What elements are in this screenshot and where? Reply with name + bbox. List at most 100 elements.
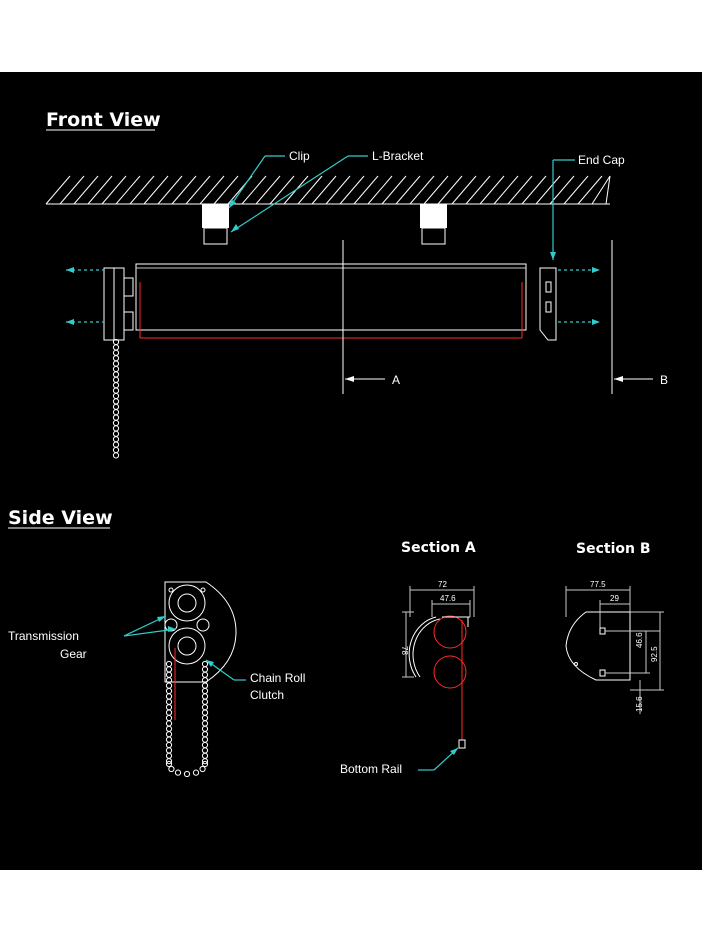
ceiling-hatch-line bbox=[59, 175, 85, 205]
chain-bead bbox=[165, 760, 173, 768]
chain-bead bbox=[112, 425, 120, 432]
chain-roll-clutch-label-line2: Clutch bbox=[250, 688, 284, 702]
transmission-gear-leader bbox=[123, 615, 177, 637]
ceiling-hatch-line bbox=[507, 175, 533, 205]
section-b-profile bbox=[565, 611, 631, 681]
section-a-inner-width-dim: 47.6 bbox=[440, 594, 456, 603]
chain-bead bbox=[112, 409, 120, 416]
chain-bead bbox=[201, 687, 209, 695]
section-a-dimensions bbox=[402, 586, 475, 678]
chain-bead bbox=[165, 720, 173, 727]
ceiling-hatch-line bbox=[213, 175, 239, 205]
ceiling-hatch-line bbox=[157, 175, 183, 205]
end-cap bbox=[539, 267, 557, 341]
chain-bead bbox=[192, 769, 200, 776]
section-a-height-dim: 78 bbox=[400, 646, 409, 655]
section-marker-b: B bbox=[660, 373, 668, 387]
chain-bead bbox=[112, 355, 120, 362]
chain-bead bbox=[165, 747, 173, 754]
ceiling-hatch-line bbox=[143, 175, 169, 205]
chain-bead bbox=[165, 714, 173, 722]
ceiling-hatch-line bbox=[87, 175, 113, 205]
ceiling-hatch-line bbox=[395, 175, 421, 205]
ceiling bbox=[45, 175, 611, 205]
chain-bead bbox=[201, 760, 209, 768]
ceiling-hatch-line bbox=[521, 175, 547, 205]
section-b-bottom-dim: 15.6 bbox=[635, 696, 644, 712]
l-bracket-label: L-Bracket bbox=[372, 149, 424, 163]
chain-bead bbox=[201, 720, 209, 727]
chain-bead bbox=[112, 365, 120, 373]
chain-bead bbox=[112, 414, 120, 421]
front-view-title: Front View bbox=[46, 109, 161, 131]
section-a-profile bbox=[408, 615, 470, 749]
ceiling-hatch-line bbox=[465, 175, 491, 205]
bottom-rail-leader bbox=[418, 747, 459, 771]
chain-bead bbox=[168, 765, 175, 773]
chain-bead bbox=[201, 704, 209, 711]
chain-bead bbox=[201, 660, 209, 668]
chain-bead bbox=[165, 758, 173, 765]
chain-bead bbox=[165, 731, 173, 738]
ceiling-hatch-line bbox=[381, 175, 407, 205]
chain-bead bbox=[112, 430, 120, 437]
ceiling-hatch-line bbox=[241, 175, 267, 205]
chain-bead bbox=[165, 693, 173, 700]
ceiling-hatch-line bbox=[367, 175, 393, 205]
chain-bead bbox=[112, 387, 120, 394]
chain-bead bbox=[112, 349, 120, 356]
side-mechanism bbox=[164, 581, 237, 720]
ceiling-hatch-line bbox=[535, 175, 561, 205]
ceiling-hatch-line bbox=[437, 175, 463, 205]
chain-roll-clutch-label-line1: Chain Roll bbox=[250, 671, 305, 685]
chain-bead bbox=[201, 736, 209, 743]
chain-bead bbox=[165, 736, 173, 743]
ceiling-hatch-line bbox=[129, 175, 155, 205]
side-view-title: Side View bbox=[8, 507, 113, 529]
chain-bead bbox=[183, 770, 191, 778]
chain-bead bbox=[112, 344, 120, 351]
chain-bead bbox=[112, 452, 120, 459]
chain-bead bbox=[165, 752, 173, 759]
l-bracket-leader bbox=[230, 155, 368, 233]
chain-bead bbox=[165, 687, 173, 695]
chain-bead bbox=[174, 769, 182, 776]
ceiling-hatch-line bbox=[353, 175, 379, 205]
cad-drawing: Front View Clip L-Bracket End Cap bbox=[0, 72, 702, 870]
ceiling-hatch-line bbox=[255, 175, 281, 205]
chain-bead bbox=[165, 660, 173, 668]
section-b-dimensions bbox=[565, 586, 664, 714]
transmission-gear-label-line2: Gear bbox=[60, 647, 87, 661]
ceiling-hatch-line bbox=[115, 175, 141, 205]
transmission-gear-label-line1: Transmission bbox=[8, 629, 79, 643]
ceiling-hatch-line bbox=[45, 175, 71, 205]
chain-bead bbox=[165, 741, 173, 749]
chain-bead bbox=[112, 403, 120, 410]
chain-bead bbox=[112, 446, 120, 454]
ceiling-hatch-line bbox=[409, 175, 435, 205]
ceiling-hatch-line bbox=[479, 175, 505, 205]
ceiling-hatch-line bbox=[325, 175, 351, 205]
chain-bead bbox=[112, 436, 120, 443]
chain-bead bbox=[201, 758, 209, 765]
chain-bead bbox=[165, 666, 173, 673]
chain-bead bbox=[201, 741, 209, 749]
chain-bead bbox=[201, 752, 209, 759]
ceiling-hatch-line bbox=[297, 175, 323, 205]
ceiling-hatch-line bbox=[605, 175, 611, 205]
chain-bead bbox=[201, 709, 209, 716]
clip-label: Clip bbox=[289, 149, 310, 163]
chain-bead bbox=[199, 765, 206, 773]
ceiling-hatch-line bbox=[101, 175, 127, 205]
section-b-title: Section B bbox=[576, 541, 651, 557]
chain-bead bbox=[201, 666, 209, 673]
chain-bead bbox=[112, 419, 120, 427]
chain-bead bbox=[112, 376, 120, 383]
ceiling-hatch-line bbox=[591, 175, 611, 205]
ceiling-hatch-line bbox=[493, 175, 519, 205]
chain-bead bbox=[201, 698, 209, 705]
section-a-title: Section A bbox=[401, 540, 476, 556]
headrail bbox=[135, 263, 527, 339]
chain-bead bbox=[112, 398, 120, 405]
chain-bead bbox=[201, 731, 209, 738]
